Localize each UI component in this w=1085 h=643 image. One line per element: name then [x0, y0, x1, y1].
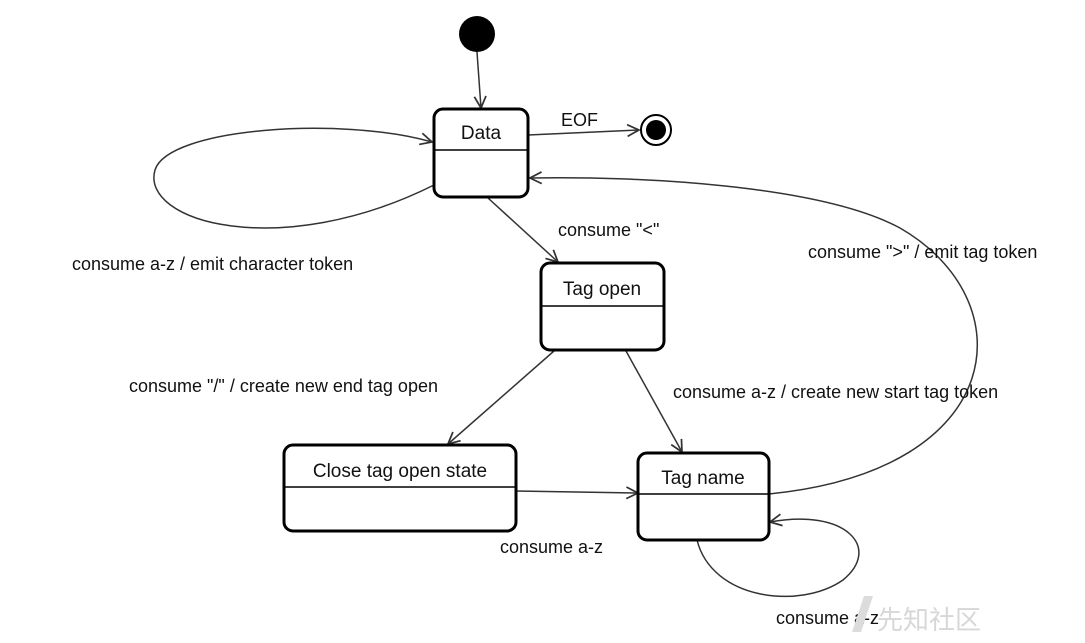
edge-tag-name-to-data: [530, 178, 978, 495]
state-data: Data: [432, 107, 530, 199]
label-consume-lt: consume "<": [558, 220, 659, 240]
edge-data-eof: [527, 130, 639, 135]
edge-tag-open-to-close-tag: [448, 350, 555, 444]
edge-data-to-tag-open: [487, 197, 558, 262]
state-tag-name: Tag name: [636, 451, 771, 542]
state-close-tag-open-label: Close tag open state: [313, 461, 487, 482]
watermark-logo-icon: [852, 596, 873, 632]
edge-initial-to-data: [477, 51, 481, 108]
edge-data-self-loop: [153, 127, 435, 229]
watermark-text: 先知社区: [877, 606, 981, 636]
label-consume-close-to-name: consume a-z: [500, 537, 603, 557]
state-close-tag-open: Close tag open state: [282, 443, 518, 533]
label-consume-slash: consume "/" / create new end tag open: [129, 376, 438, 396]
initial-node: [459, 16, 495, 52]
state-tag-name-label: Tag name: [661, 468, 744, 489]
label-consume-start: consume a-z / create new start tag token: [673, 382, 998, 402]
final-node: [640, 114, 672, 146]
label-consume-gt: consume ">" / emit tag token: [808, 242, 1037, 262]
label-eof: EOF: [561, 110, 598, 130]
state-tag-open: Tag open: [539, 261, 666, 352]
label-consume-name-loop: consume a-z: [776, 608, 879, 628]
state-tag-open-label: Tag open: [563, 279, 641, 300]
edge-close-tag-to-tag-name: [515, 491, 638, 493]
watermark: 先知社区: [852, 596, 981, 636]
label-consume-char: consume a-z / emit character token: [72, 254, 353, 274]
edge-tag-open-to-tag-name: [625, 350, 682, 452]
state-data-label: Data: [461, 123, 502, 144]
edge-tag-name-self-loop: [696, 519, 860, 598]
